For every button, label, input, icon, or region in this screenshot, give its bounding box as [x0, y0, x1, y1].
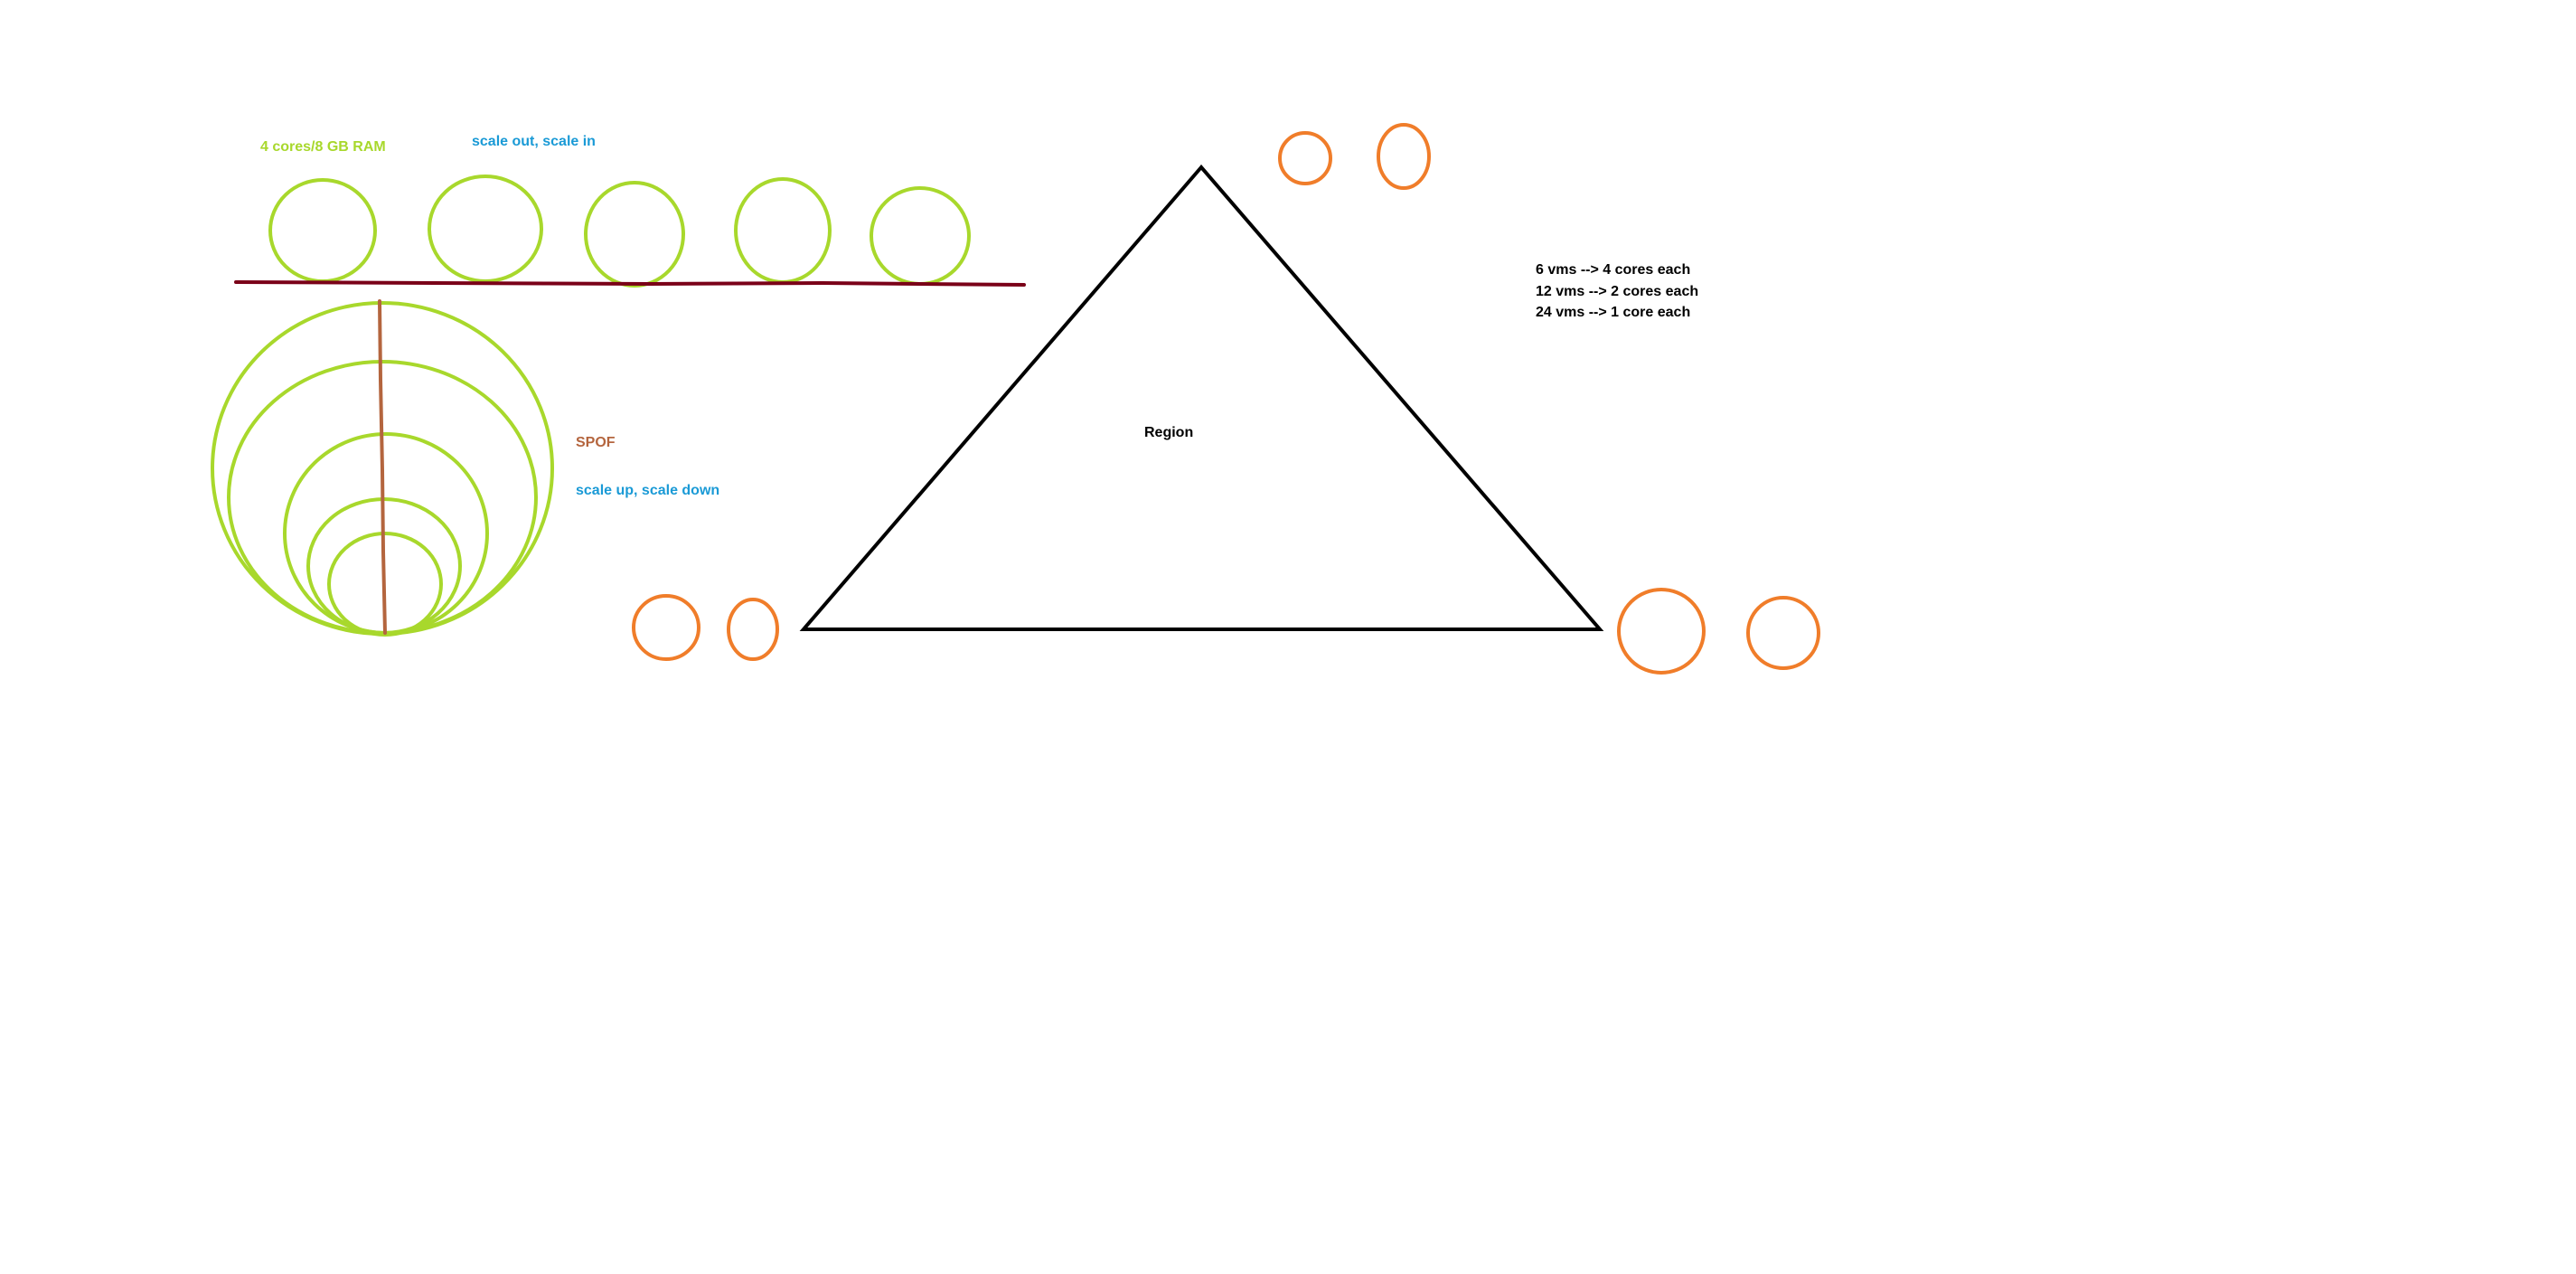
availability-zone-top: [1278, 123, 1431, 190]
zone-right-vm-1: [1617, 588, 1706, 675]
region-label: Region: [1144, 425, 1193, 440]
zone-top-vm-1: [1278, 131, 1332, 185]
vm-circle-3: [584, 181, 685, 288]
vm-breakdown-line-1: 6 vms --> 4 cores each: [1536, 262, 1690, 278]
vm-circle-5: [870, 186, 971, 286]
vm-spec-label: 4 cores/8 GB RAM: [260, 139, 386, 155]
zone-left-vm-2: [727, 598, 779, 661]
zone-right-vm-2: [1746, 596, 1820, 670]
spof-line: [378, 299, 387, 635]
scale-out-baseline: [234, 280, 1026, 287]
zone-top-vm-2: [1377, 123, 1431, 190]
vm-breakdown-notes: 6 vms --> 4 cores each 12 vms --> 2 core…: [1536, 262, 1698, 320]
vm-breakdown-line-2: 12 vms --> 2 cores each: [1536, 284, 1698, 299]
availability-zone-right: [1617, 588, 1820, 675]
vm-circle-4: [734, 177, 832, 284]
vm-circle-2: [428, 175, 543, 283]
zone-left-vm-1: [632, 594, 700, 661]
spof-label: SPOF: [576, 435, 616, 450]
vm-breakdown-line-3: 24 vms --> 1 core each: [1536, 305, 1690, 320]
region-triangle: [799, 164, 1604, 631]
vm-circle-1: [268, 178, 377, 283]
scale-out-label: scale out, scale in: [472, 134, 596, 149]
scale-out-vm-circles: [268, 175, 971, 288]
scale-up-label: scale up, scale down: [576, 483, 719, 498]
availability-zone-left: [632, 594, 779, 661]
